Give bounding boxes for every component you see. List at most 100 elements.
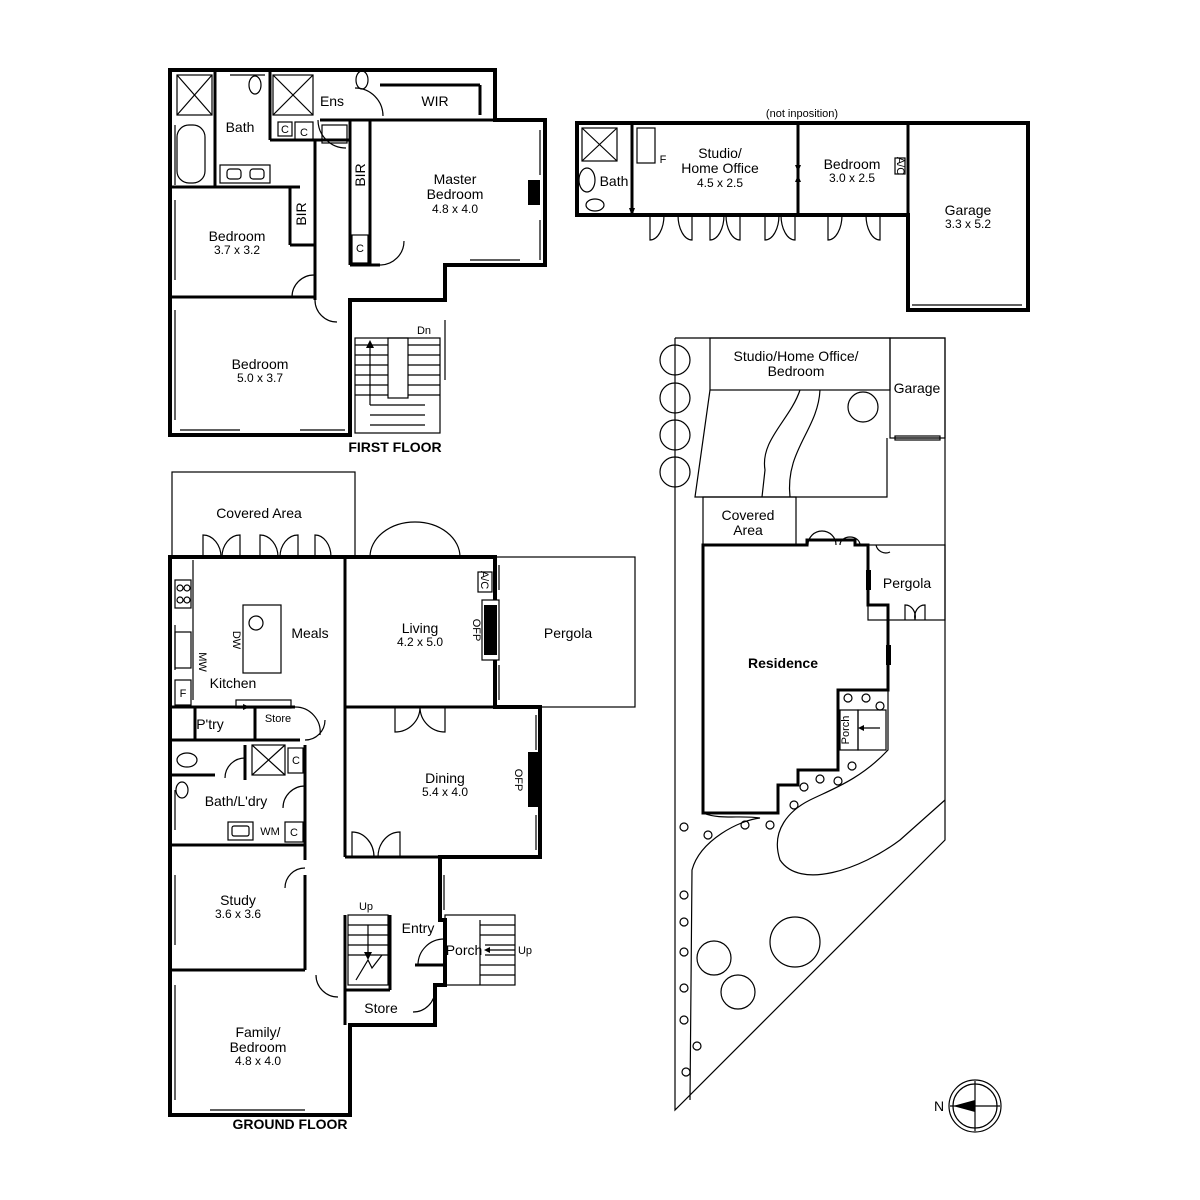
door-swing — [677, 214, 693, 241]
bay-window — [839, 536, 861, 546]
ac-unit — [894, 157, 906, 175]
label-bir: BIR — [352, 163, 368, 186]
fireplace — [528, 752, 542, 807]
ac-unit — [477, 571, 493, 593]
stair-arrow-head — [366, 340, 374, 348]
shrub — [789, 800, 799, 810]
sink — [174, 631, 192, 669]
site-label-garage: Garage — [894, 380, 941, 396]
compass-ring — [948, 1079, 1002, 1133]
basin — [175, 781, 189, 799]
shrub — [692, 1041, 702, 1051]
room-label-pantry: P'try — [196, 716, 224, 732]
door-swing — [649, 214, 665, 241]
trees — [659, 344, 885, 1077]
room-label-garage: Garage — [945, 202, 992, 218]
burner — [176, 596, 184, 604]
label-dishwasher: DW — [230, 631, 242, 650]
note-not-in-position: (not inposition) — [766, 108, 838, 120]
cupboard — [277, 121, 293, 137]
shower — [581, 127, 618, 162]
site-label-pergola: Pergola — [883, 575, 931, 591]
room-dimension-living: 4.2 x 5.0 — [397, 635, 443, 649]
tree — [659, 382, 691, 414]
bench — [636, 127, 656, 164]
label-stairs-down: Dn — [417, 325, 431, 337]
shrub — [679, 983, 689, 993]
door-swing — [417, 938, 445, 966]
toilet — [578, 167, 596, 193]
arrow-head — [243, 704, 250, 710]
basin — [585, 198, 605, 212]
label-cupboard: C — [356, 243, 364, 255]
laundry-tub — [227, 821, 254, 841]
room-label-studio: Studio/ — [698, 145, 742, 161]
room-label-family-2: Bedroom — [230, 1039, 287, 1055]
room-label-bath: Bath — [226, 119, 255, 135]
cupboard — [294, 121, 314, 141]
shrub — [815, 774, 825, 784]
label-microwave: MW — [196, 652, 208, 672]
cooktop — [174, 579, 192, 609]
site-label-studio-2: Bedroom — [768, 363, 825, 379]
site-boundary — [674, 337, 946, 1112]
room-label-master-2: Bedroom — [427, 186, 484, 202]
room-label-master: Master — [434, 171, 477, 187]
room-label-store: Store — [364, 1000, 398, 1016]
basin — [249, 168, 265, 180]
shrub — [833, 776, 843, 786]
garden-path — [776, 690, 946, 876]
room-label-wir: WIR — [421, 93, 448, 109]
shower-cross — [272, 74, 314, 116]
toilet — [355, 70, 369, 90]
shrub — [861, 693, 871, 703]
stair-arrow-head — [364, 952, 372, 960]
outbuilding-outer-wall — [575, 121, 1030, 312]
door-swing — [865, 214, 881, 241]
site-yard — [694, 389, 888, 498]
door-swing — [279, 534, 299, 558]
label-stairs-up: Up — [359, 901, 373, 913]
tree — [720, 974, 756, 1010]
shrub — [765, 820, 775, 830]
outbuilding-plan: (not inposition) Bath F Studio/ Home Off… — [575, 108, 1030, 312]
door-swing — [291, 274, 315, 298]
label-cupboard: C — [281, 124, 289, 136]
door-swing — [827, 214, 843, 241]
room-dimension-bedroom: 5.0 x 3.7 — [237, 371, 283, 385]
room-label-study: Study — [220, 892, 256, 908]
door-swing — [351, 831, 375, 858]
site-label-studio: Studio/Home Office/ — [733, 348, 858, 364]
door-swing — [282, 785, 306, 809]
garden-path — [689, 812, 761, 1101]
site-label-covered-2: Area — [733, 522, 763, 538]
staircase — [347, 914, 389, 986]
shrub — [679, 1015, 689, 1025]
ground-floor-plan: Covered Area Meals Living 4.2 x 5.0 Perg… — [168, 471, 636, 1132]
cupboard — [284, 821, 304, 843]
site-label-porch: Porch — [840, 716, 852, 745]
shrub — [847, 761, 857, 771]
room-label-ensuite: Ens — [320, 93, 344, 109]
room-label-bedroom: Bedroom — [209, 228, 266, 244]
room-dimension-bedroom: 3.7 x 3.2 — [214, 243, 260, 257]
tree — [696, 940, 732, 976]
shower-cross — [581, 127, 618, 162]
room-label-meals: Meals — [291, 625, 328, 641]
first-floor-plan: Bath Ens WIR C C C Master Bedroom 4.8 x … — [168, 68, 547, 455]
label-ac: A/C — [894, 157, 906, 175]
label-cupboard: C — [292, 755, 300, 767]
floor-title-first: FIRST FLOOR — [348, 439, 441, 455]
shrub — [703, 830, 713, 840]
burner — [183, 584, 191, 592]
label-bir: BIR — [293, 202, 309, 225]
tree — [659, 456, 691, 488]
label-steps-up: Up — [518, 945, 532, 957]
porch-steps — [857, 709, 887, 751]
door-swing — [709, 214, 725, 241]
site-label-covered: Covered — [722, 507, 775, 523]
floor-title-ground: GROUND FLOOR — [232, 1116, 347, 1132]
room-label-store: Store — [265, 713, 291, 725]
arrow-head — [795, 165, 801, 172]
stair-break-line — [355, 954, 383, 981]
